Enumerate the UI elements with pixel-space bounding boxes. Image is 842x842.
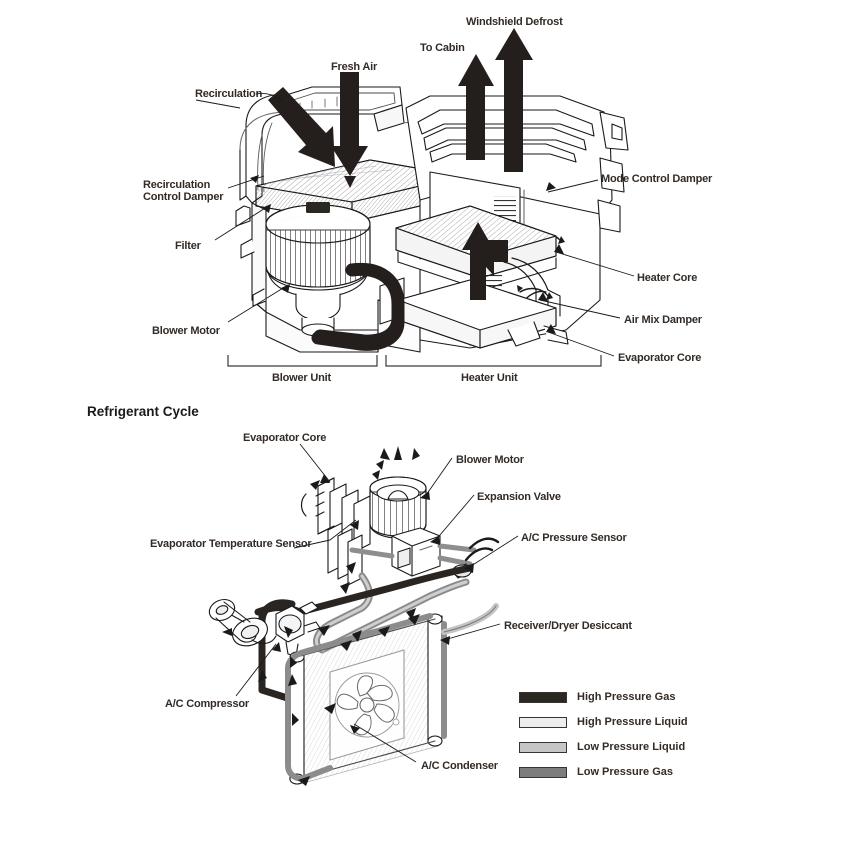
legend-swatch-high-pressure-gas bbox=[519, 692, 567, 703]
label-ac-condenser: A/C Condenser bbox=[421, 760, 498, 772]
legend-swatch-low-pressure-liquid bbox=[519, 742, 567, 753]
airflow-diagram-illustration bbox=[195, 28, 635, 367]
label-evaporator-core: Evaporator Core bbox=[243, 432, 327, 444]
label-mode-control-damper: Mode Control Damper bbox=[601, 173, 713, 185]
blower-motor-drum bbox=[369, 476, 427, 539]
label-recirculation: Recirculation bbox=[195, 88, 263, 100]
label-to-cabin: To Cabin bbox=[420, 42, 465, 54]
leader-lines-lower bbox=[235, 443, 519, 763]
bracket-label-heater-unit: Heater Unit bbox=[461, 372, 518, 384]
label-filter: Filter bbox=[175, 240, 201, 252]
liquid-line bbox=[441, 603, 499, 635]
label-windshield-defrost: Windshield Defrost bbox=[466, 16, 563, 28]
label-blower-motor-top: Blower Motor bbox=[152, 325, 220, 337]
expansion-valve bbox=[349, 527, 477, 577]
bracket-label-blower-unit: Blower Unit bbox=[272, 372, 331, 384]
legend-label-low-pressure-gas: Low Pressure Gas bbox=[577, 766, 673, 778]
label-recirculation-control-damper: Recirculation Control Damper bbox=[143, 179, 224, 203]
flow-arrows bbox=[222, 446, 420, 786]
ac-compressor bbox=[208, 598, 321, 657]
label-expansion-valve: Expansion Valve bbox=[477, 491, 561, 503]
leader-lines bbox=[195, 93, 635, 357]
label-evaporator-core-top: Evaporator Core bbox=[618, 352, 702, 364]
legend-label-high-pressure-liquid: High Pressure Liquid bbox=[577, 716, 688, 728]
label-ac-compressor: A/C Compressor bbox=[165, 698, 249, 710]
legend-label-high-pressure-gas: High Pressure Gas bbox=[577, 691, 676, 703]
refrigerant-cycle-illustration bbox=[208, 443, 519, 786]
label-ac-pressure-sensor: A/C Pressure Sensor bbox=[521, 532, 627, 544]
legend-swatch-low-pressure-gas bbox=[519, 767, 567, 778]
label-blower-motor: Blower Motor bbox=[456, 454, 524, 466]
airflow-arrows bbox=[268, 28, 533, 300]
ac-condenser bbox=[285, 613, 447, 785]
section-heading-refrigerant-cycle: Refrigerant Cycle bbox=[87, 404, 199, 419]
legend-label-low-pressure-liquid: Low Pressure Liquid bbox=[577, 741, 686, 753]
section-brackets bbox=[227, 355, 602, 367]
label-fresh-air: Fresh Air bbox=[331, 61, 378, 73]
label-receiver-dryer-desiccant: Receiver/Dryer Desiccant bbox=[504, 620, 632, 632]
evaporator-core-fins bbox=[300, 477, 371, 586]
label-evaporator-temperature-sensor: Evaporator Temperature Sensor bbox=[150, 538, 312, 550]
legend-swatch-high-pressure-liquid bbox=[519, 717, 567, 728]
refrigerant-hose bbox=[311, 262, 405, 351]
label-air-mix-damper: Air Mix Damper bbox=[624, 314, 702, 326]
pressure-state-legend: High Pressure Gas High Pressure Liquid L… bbox=[519, 691, 759, 802]
label-heater-core: Heater Core bbox=[637, 272, 698, 284]
